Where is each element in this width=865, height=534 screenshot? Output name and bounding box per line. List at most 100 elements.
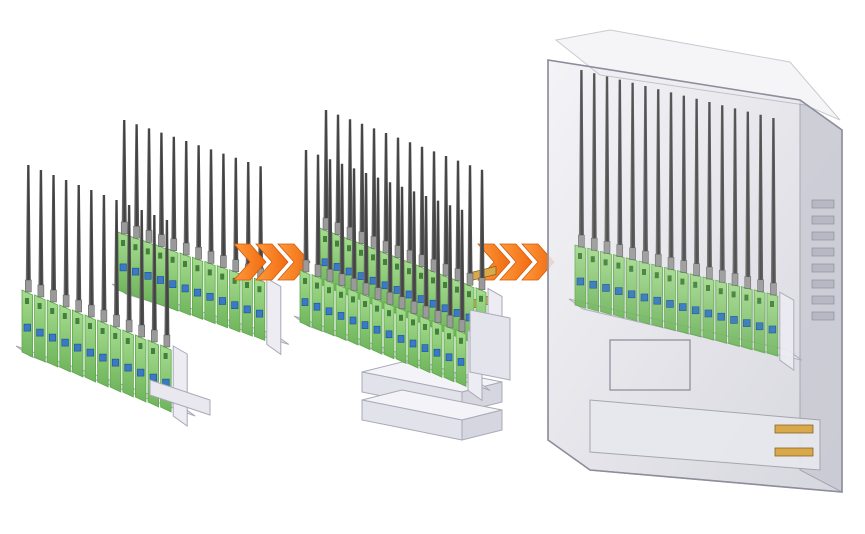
pcb-board <box>419 315 431 374</box>
antenna-connector <box>138 324 145 338</box>
connector-block <box>653 296 661 305</box>
pcb-board <box>216 265 229 329</box>
antenna <box>668 92 674 258</box>
pcb-component <box>151 348 155 354</box>
end-plate <box>779 291 795 372</box>
pcb-component <box>680 278 685 285</box>
connector-block <box>36 328 44 337</box>
pcb-board <box>34 294 46 363</box>
antenna <box>630 82 636 248</box>
enclosure-fin <box>811 231 835 241</box>
antenna-connector <box>326 268 334 282</box>
antenna-connector <box>680 260 688 273</box>
enclosure-outline <box>547 59 843 493</box>
pcb-component <box>62 313 67 319</box>
antenna <box>51 175 56 290</box>
connector-block <box>589 280 597 289</box>
pcb-component <box>718 288 723 295</box>
antenna-connector <box>616 244 624 257</box>
connector-block <box>615 287 623 295</box>
pcb-board <box>59 304 71 373</box>
antenna <box>443 156 449 264</box>
connector-block <box>124 363 132 372</box>
connector-block <box>256 309 264 318</box>
antenna <box>233 157 239 260</box>
antenna <box>327 159 333 270</box>
connector-block <box>301 298 309 306</box>
antenna-connector <box>195 246 202 260</box>
pcb-component <box>339 291 343 298</box>
connector-block <box>717 312 725 321</box>
pcb-board <box>134 334 147 403</box>
connector-block <box>429 299 437 308</box>
pcb-component <box>327 287 331 294</box>
pcb-component <box>447 333 451 340</box>
antenna <box>578 70 584 235</box>
connector-block <box>194 288 202 297</box>
antenna <box>719 105 725 271</box>
antenna-connector <box>170 238 178 252</box>
pcb-component <box>431 277 435 284</box>
antenna-connector <box>770 282 777 296</box>
antenna-connector <box>88 304 95 318</box>
pcb-component <box>419 272 423 279</box>
antenna <box>363 173 369 283</box>
mounting-bracket <box>149 379 211 416</box>
connector-block <box>313 302 321 311</box>
antenna <box>431 151 437 260</box>
connector-block <box>768 325 777 334</box>
enclosure-top-lip <box>554 29 841 121</box>
connector-block <box>405 290 413 299</box>
pcb-board <box>335 283 347 342</box>
arrow-chevron <box>499 243 533 281</box>
antenna <box>642 86 648 251</box>
connector-block <box>441 304 449 313</box>
connector-block <box>381 281 389 290</box>
pcb-component <box>770 301 774 307</box>
connector-block <box>206 292 214 301</box>
antenna <box>399 186 405 297</box>
pcb-component <box>158 252 163 259</box>
enclosure-front-shell <box>547 29 843 493</box>
antenna-connector <box>590 237 598 251</box>
pcb-component <box>195 265 200 272</box>
enclosure-fin <box>811 311 835 321</box>
connector-block <box>156 276 164 284</box>
antenna-connector <box>642 250 649 264</box>
connector-block <box>169 280 177 289</box>
antenna <box>88 190 94 305</box>
pcb-component <box>245 282 249 288</box>
internal-shelf <box>589 399 821 471</box>
pcb-component <box>347 245 351 252</box>
pcb-component <box>335 240 339 247</box>
pcb-component <box>207 269 212 276</box>
pcb-board <box>21 289 33 358</box>
antenna-connector <box>410 301 418 314</box>
antenna <box>459 209 465 320</box>
antenna <box>467 165 473 274</box>
connector-block <box>86 348 94 357</box>
connector-block <box>417 295 425 303</box>
connector-block <box>409 339 417 348</box>
enclosed-antenna-modules <box>568 70 821 471</box>
pcb-component <box>100 328 105 334</box>
antenna-connector <box>362 282 370 296</box>
connector-block <box>433 348 441 357</box>
antenna <box>335 114 341 223</box>
power-supply-units <box>361 265 503 441</box>
antenna-connector <box>466 272 474 286</box>
antenna-connector <box>744 276 752 289</box>
antenna <box>604 76 610 242</box>
pcb-component <box>88 323 92 329</box>
antenna <box>25 165 31 280</box>
antenna <box>121 120 127 222</box>
antenna <box>383 133 389 241</box>
psu-terminal <box>774 447 814 457</box>
pcb-component <box>133 244 138 251</box>
antenna <box>479 169 485 278</box>
antenna <box>617 79 623 245</box>
connector-block <box>755 322 764 331</box>
pcb-component <box>37 303 42 309</box>
antenna <box>411 191 417 302</box>
pcb-board <box>204 260 216 325</box>
